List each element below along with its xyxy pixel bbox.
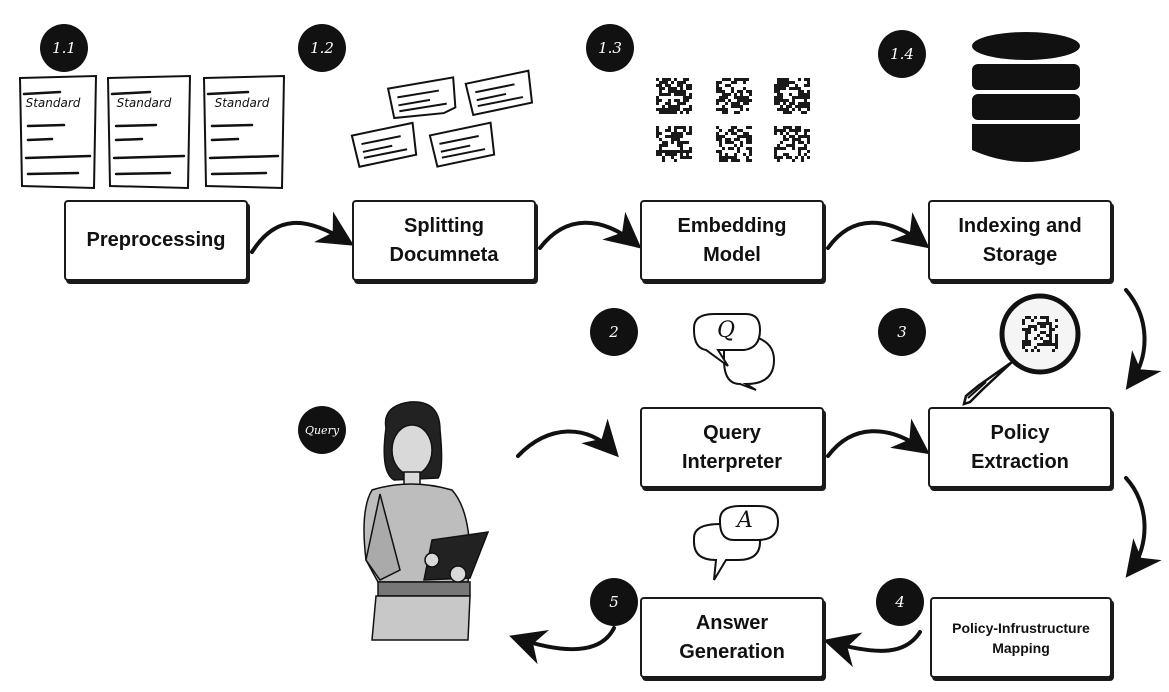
standard-documents-icon <box>18 74 286 190</box>
answer-letter: A <box>737 508 753 533</box>
step-preprocessing: Preprocessing <box>64 200 248 281</box>
document-label: Standard <box>214 96 270 110</box>
embedding-block <box>774 126 810 162</box>
arrow-mapping-to-answer <box>823 630 922 668</box>
badge-4: 4 <box>876 578 924 626</box>
embedding-block <box>656 78 692 114</box>
document-chunks-icon <box>350 69 534 168</box>
embedding-block <box>656 126 692 162</box>
step-preprocessing-label: Preprocessing <box>86 229 226 251</box>
magnifier-pattern <box>1022 316 1058 352</box>
arrow-preprocessing-to-splitting <box>250 211 355 254</box>
arrow-splitting-to-embedding <box>538 211 642 250</box>
badge-3: 3 <box>878 308 926 356</box>
embedding-block <box>774 78 810 114</box>
arrow-query-to-interpreter <box>516 418 619 458</box>
embedding-block <box>716 126 752 162</box>
magnifier-icon <box>962 293 1081 406</box>
badge-query: Query <box>298 406 346 454</box>
badge-1-1: 1.1 <box>40 24 88 72</box>
badge-5: 5 <box>590 578 638 626</box>
document-label: Standard <box>116 96 172 110</box>
person-with-tablet-illustration <box>363 401 490 641</box>
embedding-block <box>716 78 752 114</box>
badge-2: 2 <box>590 308 638 356</box>
embedding-vectors-icon <box>656 78 810 162</box>
arrow-policy-extraction-to-mapping <box>1124 476 1162 578</box>
arrow-embedding-to-indexing <box>826 212 930 250</box>
arrow-answer-to-person <box>509 626 616 665</box>
question-letter: Q <box>717 318 736 343</box>
badge-1-3: 1.3 <box>586 24 634 72</box>
database-icon <box>972 32 1080 162</box>
question-bubble-icon <box>693 313 776 391</box>
badge-1-4: 1.4 <box>878 30 926 78</box>
document-label: Standard <box>25 96 81 110</box>
answer-bubble-icon <box>693 505 780 581</box>
arrow-interpreter-to-policy-extraction <box>826 418 930 458</box>
badge-1-2: 1.2 <box>298 24 346 72</box>
arrow-indexing-to-policy-extraction <box>1124 288 1162 390</box>
